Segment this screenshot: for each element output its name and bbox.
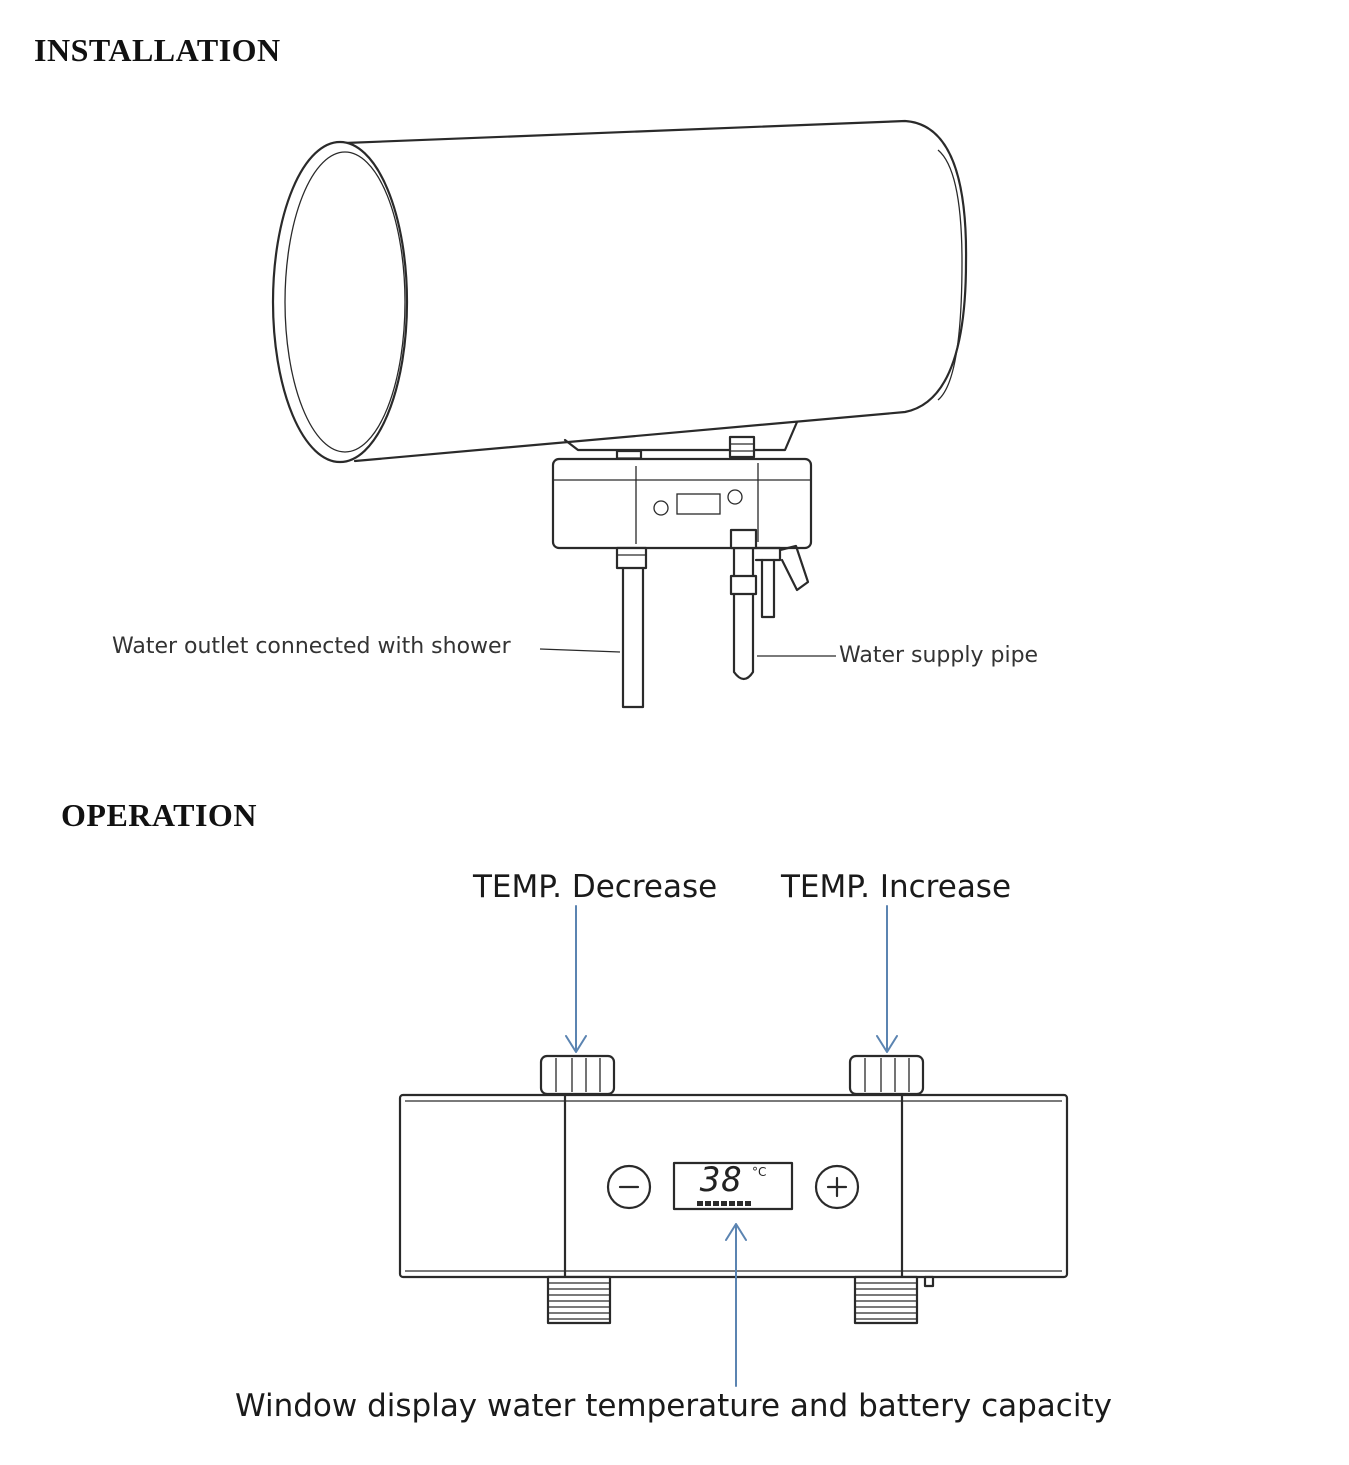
valve-handle (778, 544, 810, 592)
display-window-small (676, 493, 721, 515)
drain-spout (760, 558, 776, 619)
temp-decrease-label: TEMP. Decrease (473, 869, 718, 905)
supply-label: Water supply pipe (839, 643, 1039, 668)
supply-pipe (729, 528, 810, 681)
temperature-display-window (672, 1161, 794, 1211)
water-heater-illustration (271, 119, 968, 709)
temp-decrease-button[interactable] (606, 1164, 652, 1210)
display-temperature-unit: °C (752, 1165, 767, 1179)
increase-arrow (876, 905, 898, 1053)
top-nut-left (539, 1054, 616, 1096)
installation-heading: INSTALLATION (34, 32, 281, 68)
heater-body (343, 119, 968, 463)
side-valve (754, 546, 782, 562)
heater-end-cap-rim (284, 151, 406, 453)
bottom-thread-right (853, 1275, 919, 1325)
display-arrow (725, 1223, 747, 1387)
top-nut-right (848, 1054, 925, 1096)
display-description-label: Window display water temperature and bat… (235, 1388, 1112, 1424)
bottom-thread-left (546, 1275, 612, 1325)
heater-bracket (563, 420, 799, 452)
outlet-label: Water outlet connected with shower (112, 634, 511, 659)
decrease-arrow (565, 905, 587, 1053)
mixing-valve-front-view (398, 1054, 1069, 1325)
operation-heading: OPERATION (61, 797, 257, 833)
display-temperature-value: 38 (700, 1160, 743, 1200)
callout-arrows (565, 905, 898, 1387)
heater-end-cap (271, 140, 409, 464)
minus-knob-small (653, 500, 669, 516)
plus-knob-small (727, 489, 743, 505)
heater-right-edge (937, 149, 963, 401)
temp-increase-button[interactable] (814, 1164, 860, 1210)
top-fitting-right (728, 435, 756, 459)
small-tab (923, 1275, 935, 1288)
battery-level-bars (697, 1201, 751, 1206)
temp-increase-label: TEMP. Increase (781, 869, 1012, 905)
mixing-valve-small (551, 457, 813, 550)
outlet-pipe (615, 546, 648, 709)
outlet-leader-line (539, 648, 621, 653)
